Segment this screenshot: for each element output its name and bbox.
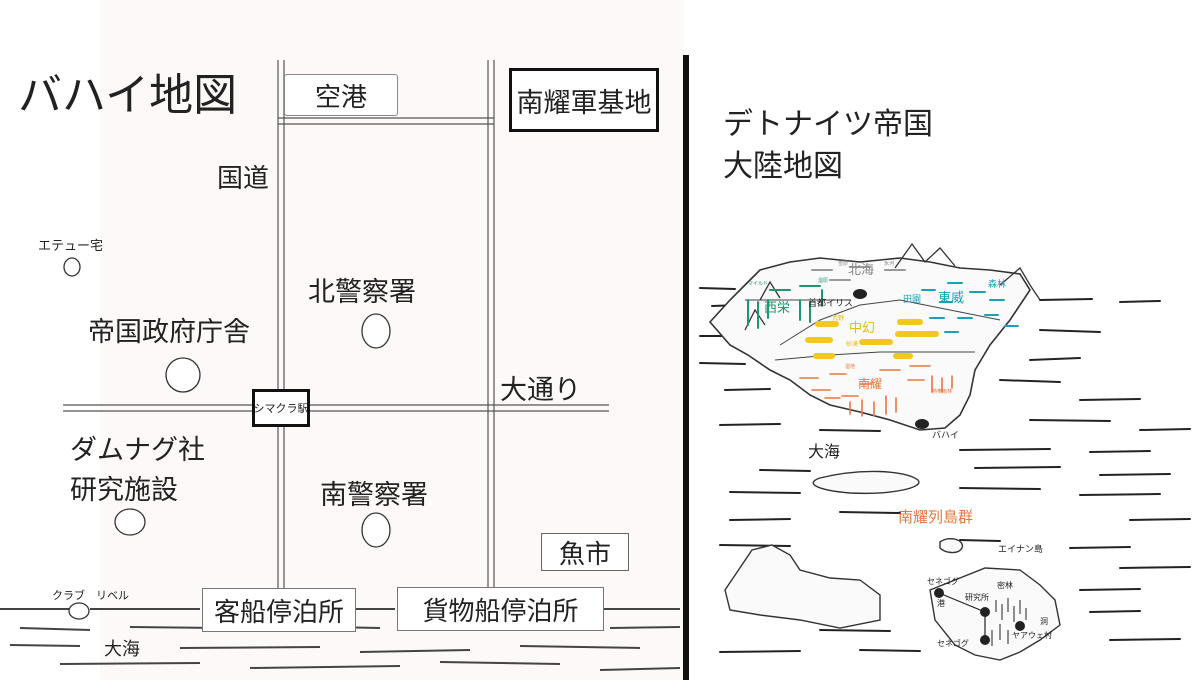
senegog-label: セネゴグ (937, 639, 969, 648)
cargo-pier-label: 貨物船停泊所 (397, 587, 604, 631)
national-road-label: 国道 (217, 164, 270, 194)
yaawe-village-label: ヤアウェ村 (1012, 631, 1052, 640)
main-street-label: 大通り (500, 375, 581, 406)
islands-label: 南耀列島群 (898, 508, 974, 526)
fish-market-label: 魚市 (541, 533, 629, 571)
government-office-label: 帝国政府庁舎 (88, 317, 250, 348)
etyu-house-label: エテュー宅 (38, 239, 104, 254)
desert-label: 砂漠 (846, 341, 859, 348)
small-label-mild: マイルド (748, 281, 769, 287)
station-label: シマクラ駅 (252, 389, 310, 427)
passenger-pier-label: 客船停泊所 (202, 588, 356, 632)
city-ocean-label: 大海 (104, 639, 140, 660)
city-roads (0, 60, 681, 671)
damunagu-label-line2: 研究施設 (70, 475, 178, 506)
middle-region-label: 中幻 (849, 321, 876, 336)
cave-label: 洞 (1040, 617, 1048, 626)
small-label-tropic: 熱帯雨林 (932, 389, 953, 395)
einan-island-label: エイナン島 (998, 545, 1043, 555)
dense-forest-label: 密林 (997, 581, 1013, 590)
senegog-port-label-b: 港 (937, 599, 945, 608)
damunagu-label-line1: ダムナグ社 (70, 435, 205, 466)
club-label: クラブ リベル (52, 589, 129, 602)
small-label-marsh: 湿原 (818, 278, 829, 284)
north-police-label: 北警察署 (308, 277, 416, 308)
small-label-ice: 氷河 (884, 261, 895, 267)
east-region-label: 東威 (938, 291, 965, 306)
senegog-port-label-a: セネゴグ (927, 577, 959, 586)
bahai-label: バハイ (932, 431, 959, 441)
north-sea-label: 北海 (848, 263, 875, 278)
capital-label: 首都イリス (808, 299, 854, 309)
continent-map-title-line2: 大陸地図 (723, 149, 843, 184)
south-police-label: 南警察署 (320, 480, 428, 511)
airport-label: 空港 (284, 74, 398, 116)
small-label-snow: 雪原 (838, 261, 849, 267)
small-label-wet: 湿地 (845, 364, 856, 370)
wilderness-label: 荒野 (832, 315, 845, 322)
forest-label: 森林 (988, 280, 1007, 290)
fields-label: 田園 (903, 295, 922, 305)
south-region-label: 南耀 (858, 377, 883, 391)
continent-map-title-line1: デトナイツ帝国 (723, 107, 933, 142)
research-label: 研究所 (965, 593, 989, 602)
map-divider (683, 55, 689, 680)
west-region-label: 西栄 (764, 301, 791, 316)
military-base-label: 南耀軍基地 (509, 68, 659, 132)
city-map-title: バハイ地図 (18, 70, 238, 121)
continent-ocean-label: 大海 (808, 442, 841, 461)
